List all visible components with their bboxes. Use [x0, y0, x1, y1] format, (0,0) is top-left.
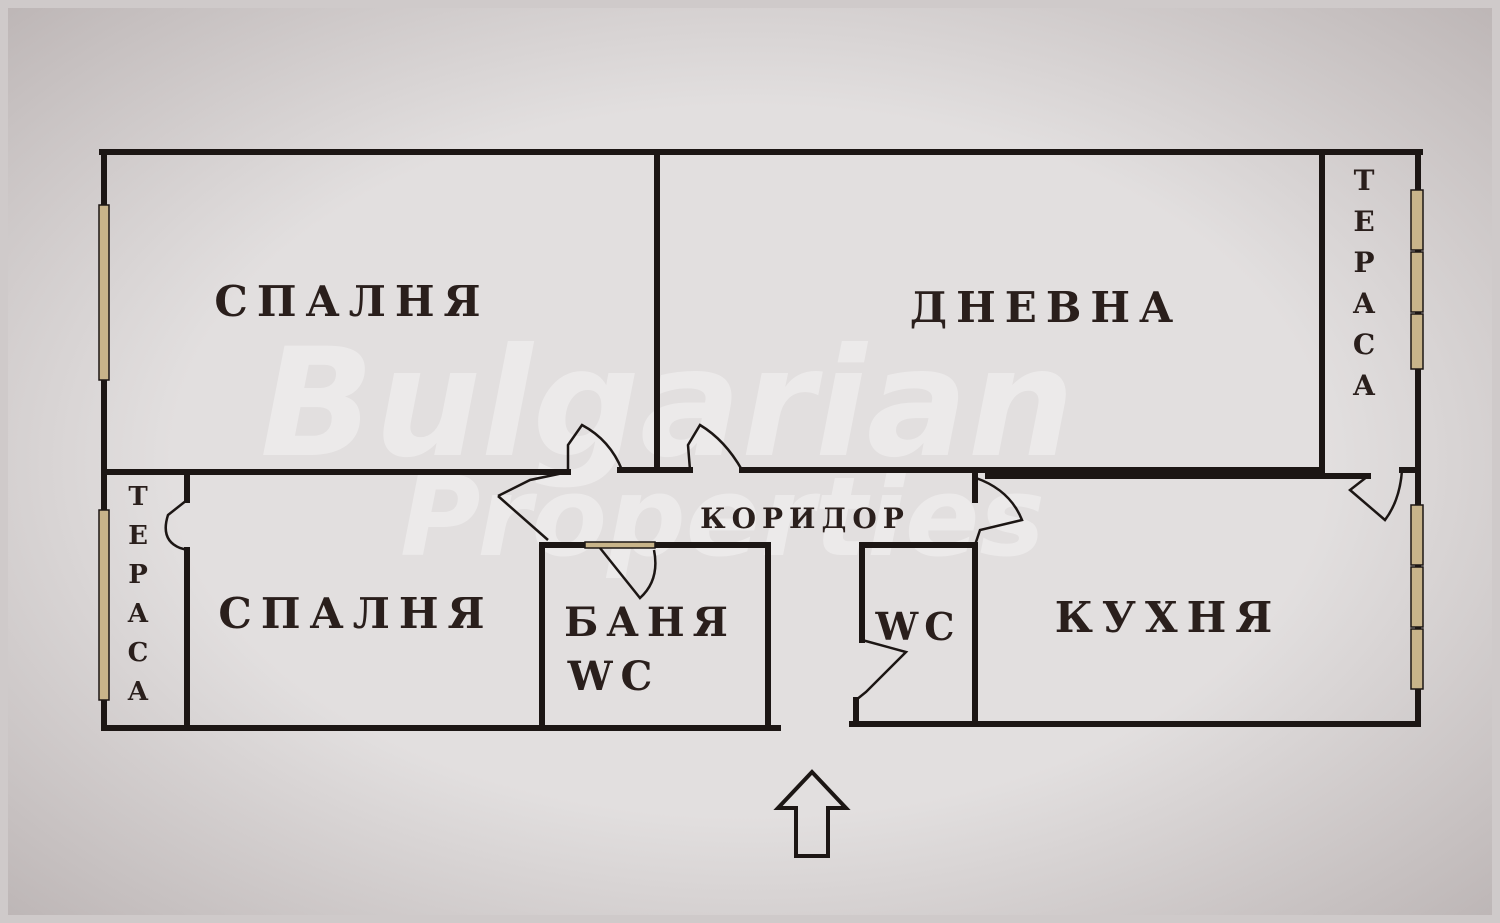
terrace-right-letter: Е — [1353, 205, 1374, 238]
terrace-right-letter: С — [1353, 328, 1375, 361]
terrace-right-letter: А — [1353, 287, 1376, 320]
terrace-right-letter: Т — [1354, 164, 1375, 197]
window-left-top — [98, 204, 110, 381]
terrace-left-letter: А — [127, 677, 148, 707]
window-right-bottom — [1410, 504, 1424, 566]
terrace-left-letter: Р — [128, 560, 148, 590]
windows — [98, 189, 1424, 701]
door-wc — [855, 638, 909, 701]
watermark-line1: Bulgarian — [260, 317, 1075, 491]
door-terrace-right — [1348, 469, 1404, 522]
doors — [164, 423, 1404, 701]
up-arrow-icon — [773, 769, 851, 858]
door-bedroom-top — [566, 423, 624, 472]
watermark: Bulgarian Properties — [260, 317, 1075, 581]
door-corridor-right — [973, 476, 1024, 546]
window-right-top — [1410, 189, 1424, 251]
window-right-bottom-3 — [1410, 628, 1424, 690]
window-left-bottom — [98, 509, 110, 701]
window-right-bottom-2 — [1410, 566, 1424, 628]
label-bath-wc: WC — [567, 653, 661, 700]
label-bedroom-bottom: СПАЛНЯ — [218, 589, 493, 638]
door-corridor-left — [497, 470, 569, 541]
terrace-left-letter: А — [127, 599, 148, 629]
label-kitchen: КУХНЯ — [1055, 593, 1282, 642]
label-living: ДНЕВНА — [910, 283, 1182, 332]
door-living — [686, 423, 744, 471]
window-bath — [584, 541, 656, 549]
label-bath: БАНЯ — [564, 599, 736, 646]
label-bedroom-top: СПАЛНЯ — [214, 277, 489, 326]
door-bath — [599, 547, 657, 600]
label-corridor: КОРИДОР — [700, 502, 910, 535]
room-labels: СПАЛНЯ ДНЕВНА КОРИДОР СПАЛНЯ БАНЯ WC WC … — [214, 277, 1282, 700]
label-wc: WC — [875, 604, 961, 649]
window-right-top-2 — [1410, 251, 1424, 313]
terrace-left-letter: Е — [128, 521, 148, 551]
terrace-left-letter: Т — [128, 482, 148, 512]
terrace-right-letter: А — [1353, 369, 1376, 402]
terrace-left-letter: С — [128, 638, 149, 668]
window-right-top-3 — [1410, 313, 1424, 370]
door-terrace-left — [164, 499, 188, 552]
terrace-right-letter: Р — [1353, 246, 1374, 279]
